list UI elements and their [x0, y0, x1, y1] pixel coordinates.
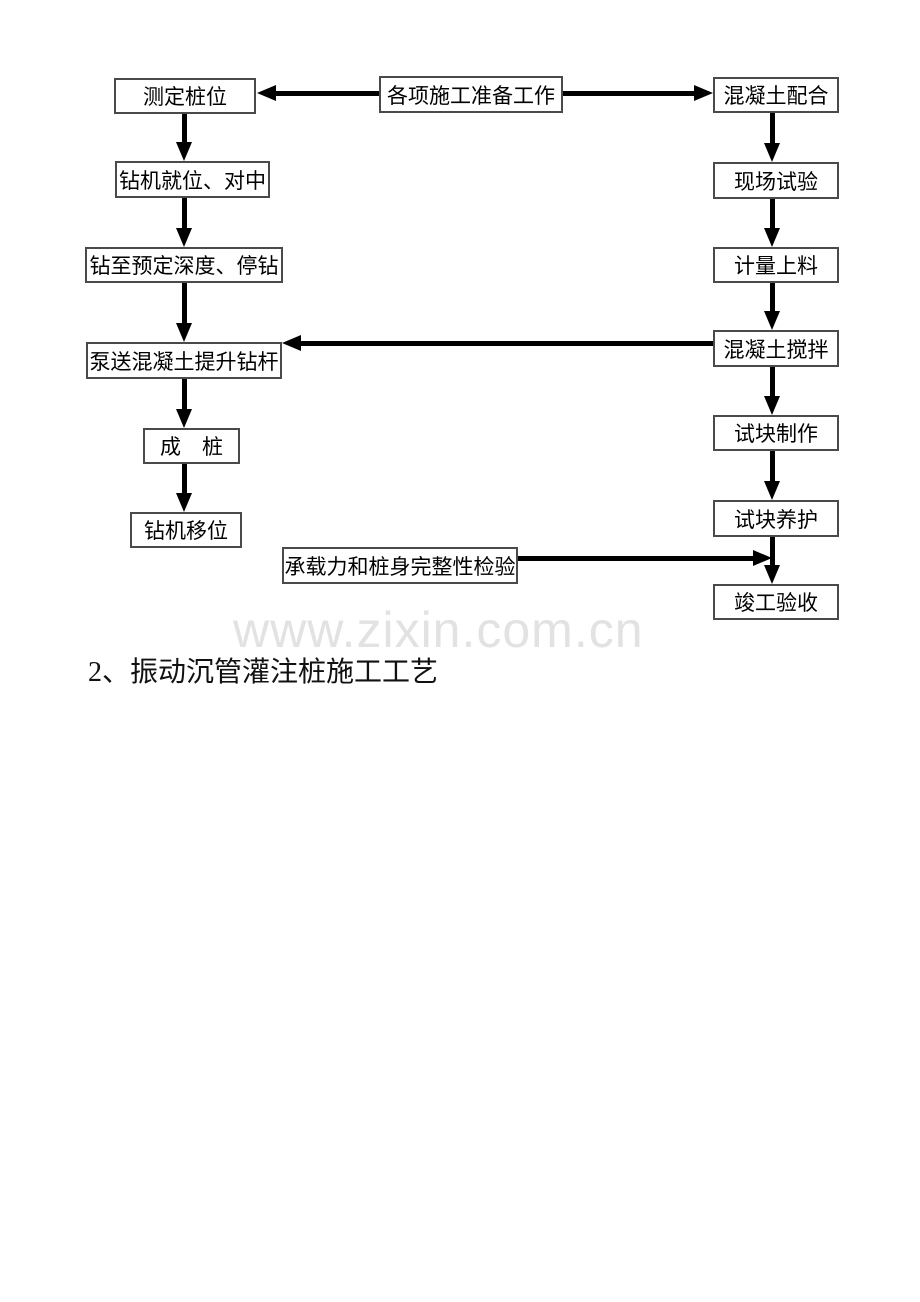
flow-node-test-block-making: 试块制作: [713, 415, 839, 451]
arrow-pump-concrete-to-pile-formed: [182, 379, 187, 409]
arrowhead-rig-position-to-drill-depth: [176, 228, 192, 247]
arrowhead-block-making-to-curing: [764, 481, 780, 500]
arrow-curing-to-completion: [770, 537, 775, 565]
flow-node-rig-in-position: 钻机就位、对中: [115, 161, 270, 198]
arrow-block-making-to-curing: [770, 451, 775, 481]
arrow-prep-to-mix-ratio: [563, 91, 695, 96]
watermark-text: www.zixin.com.cn: [233, 602, 644, 658]
arrow-drill-depth-to-pump-concrete: [182, 283, 187, 323]
arrowhead-mixing-to-pump-concrete: [282, 335, 301, 351]
arrow-mixing-to-block-making: [770, 367, 775, 396]
arrow-field-test-to-measure-feed: [770, 199, 775, 228]
section-heading: 2、振动沉管灌注桩施工工艺: [88, 657, 439, 688]
flow-node-survey-pile-position: 测定桩位: [114, 78, 256, 114]
arrow-pile-formed-to-rig-move: [182, 464, 187, 493]
arrowhead-survey-to-rig-position: [176, 142, 192, 161]
arrowhead-pile-formed-to-rig-move: [176, 493, 192, 512]
flow-node-field-test: 现场试验: [713, 162, 839, 199]
flow-node-concrete-mix-ratio: 混凝土配合: [713, 77, 839, 113]
flow-node-completion-acceptance: 竣工验收: [713, 584, 839, 620]
arrow-rig-position-to-drill-depth: [182, 198, 187, 228]
arrowhead-field-test-to-measure-feed: [764, 228, 780, 247]
flow-node-measure-feed: 计量上料: [713, 247, 839, 283]
arrowhead-integrity-to-completion: [753, 550, 772, 566]
arrowhead-prep-to-mix-ratio: [694, 85, 713, 101]
arrowhead-mixing-to-block-making: [764, 396, 780, 415]
arrow-survey-to-rig-position: [182, 114, 187, 142]
arrow-mix-ratio-to-field-test: [770, 113, 775, 143]
arrowhead-prep-to-survey: [257, 85, 276, 101]
arrow-measure-feed-to-mixing: [770, 283, 775, 311]
flow-node-pump-concrete-lift-rod: 泵送混凝土提升钻杆: [86, 342, 282, 379]
arrowhead-measure-feed-to-mixing: [764, 311, 780, 330]
arrow-prep-to-survey: [274, 91, 379, 96]
arrowhead-mix-ratio-to-field-test: [764, 143, 780, 162]
arrow-integrity-to-completion: [518, 556, 755, 561]
flow-node-concrete-mixing: 混凝土搅拌: [713, 330, 839, 367]
arrowhead-pump-concrete-to-pile-formed: [176, 409, 192, 428]
flow-node-rig-relocation: 钻机移位: [130, 512, 242, 548]
arrowhead-curing-to-completion: [764, 565, 780, 584]
arrow-mixing-to-pump-concrete: [299, 341, 713, 346]
flow-node-test-block-curing: 试块养护: [713, 500, 839, 537]
pile-construction-flowchart: 各项施工准备工作 测定桩位 混凝土配合 钻机就位、对中 现场试验 钻至预定深度、…: [85, 76, 839, 620]
flow-node-preparation: 各项施工准备工作: [379, 76, 563, 113]
flow-node-drill-to-depth: 钻至预定深度、停钻: [85, 247, 283, 283]
flow-node-integrity-inspection: 承载力和桩身完整性检验: [282, 547, 518, 584]
arrowhead-drill-depth-to-pump-concrete: [176, 323, 192, 342]
flow-node-pile-formed: 成 桩: [143, 428, 240, 464]
